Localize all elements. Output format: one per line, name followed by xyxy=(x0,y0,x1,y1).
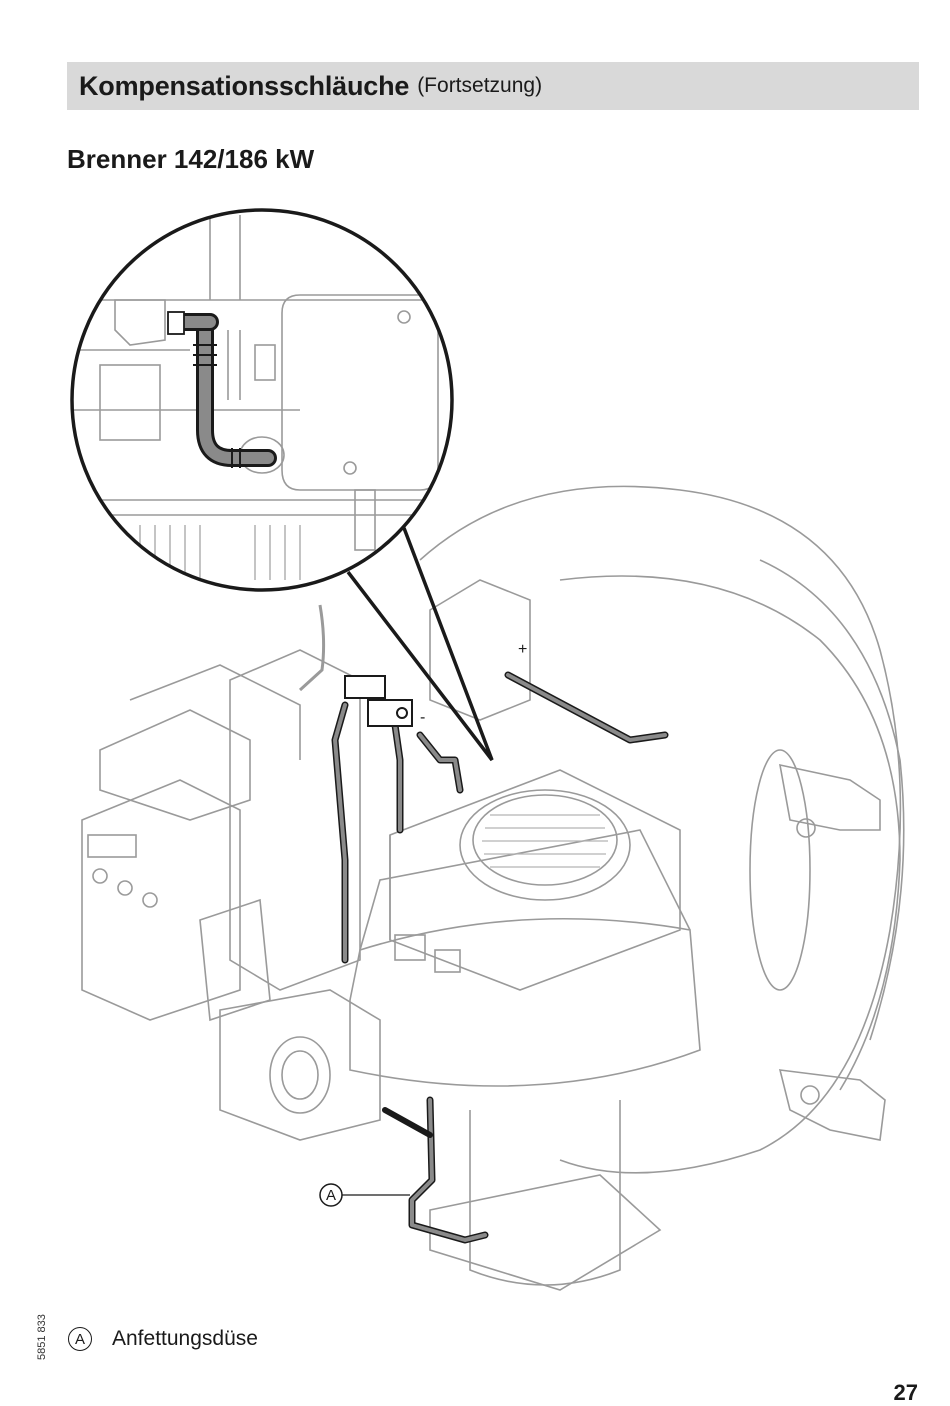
detail-circle-background xyxy=(72,210,452,590)
detail-circle-border xyxy=(70,208,454,592)
callout-a: A xyxy=(319,1183,410,1207)
minus-terminal-label: - xyxy=(420,709,425,726)
plus-terminal-label: + xyxy=(518,641,527,658)
burner-body-outline xyxy=(81,485,905,1291)
callout-a-letter: A xyxy=(326,1187,336,1204)
pressure-switch-fittings xyxy=(344,675,413,727)
section-title: Kompensationsschläuche xyxy=(79,70,410,101)
compensation-hoses xyxy=(331,671,669,1244)
page-number: 27 xyxy=(893,1380,918,1405)
detail-callout-pointer xyxy=(346,527,494,762)
section-header-bar: Kompensationsschläuche (Fortsetzung) xyxy=(67,62,919,110)
legend-text-a: Anfettungsdüse xyxy=(112,1327,258,1350)
document-number: 5851 833 xyxy=(36,1314,48,1360)
burner-heading: Brenner 142/186 kW xyxy=(67,144,315,174)
legend-item-a: A Anfettungsdüse xyxy=(68,1327,258,1351)
legend-marker-a: A xyxy=(68,1327,92,1351)
section-subtitle: (Fortsetzung) xyxy=(417,74,543,97)
